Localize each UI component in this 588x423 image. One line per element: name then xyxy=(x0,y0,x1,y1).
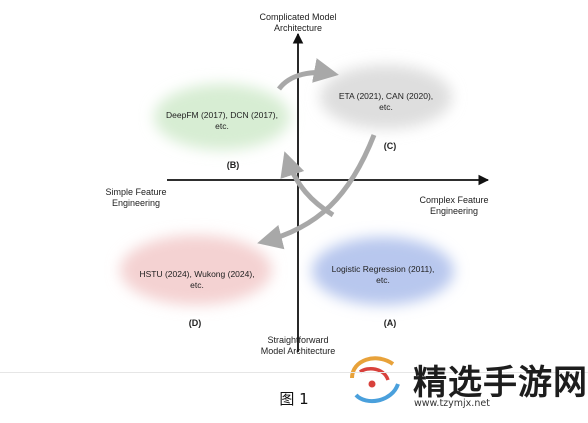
watermark-url: www.tzymjx.net xyxy=(414,398,490,409)
quadrant-d-tag: (D) xyxy=(188,318,202,328)
quadrant-c-tag: (C) xyxy=(383,141,397,151)
arrow-a-to-b xyxy=(280,151,335,218)
quadrant-b-text: DeepFM (2017), DCN (2017), etc. xyxy=(166,110,278,131)
watermark-name: 精选手游网 xyxy=(413,363,588,403)
watermark-logo-icon xyxy=(350,356,400,404)
quadrant-c-text: ETA (2021), CAN (2020), etc. xyxy=(338,91,434,112)
cloud-c xyxy=(320,65,452,129)
arrow-b-to-c xyxy=(276,58,339,91)
cloud-a xyxy=(312,237,454,305)
quadrant-a-tag: (A) xyxy=(383,318,397,328)
arrow-c-to-d xyxy=(257,134,377,250)
left-axis-label: Simple Feature Engineering xyxy=(105,187,167,208)
cloud-d xyxy=(120,235,272,305)
figure-caption: 图 1 xyxy=(279,390,309,408)
quadrant-a-text: Logistic Regression (2011), etc. xyxy=(331,264,435,285)
divider xyxy=(0,372,588,373)
quadrant-b-tag: (B) xyxy=(226,160,240,170)
top-axis-label: Complicated Model Architecture xyxy=(259,12,337,33)
right-axis-label: Complex Feature Engineering xyxy=(419,195,489,216)
cloud-b xyxy=(154,84,290,150)
quadrant-d-text: HSTU (2024), Wukong (2024), etc. xyxy=(139,269,255,290)
bottom-axis-label: Straightforward Model Architecture xyxy=(260,335,336,356)
